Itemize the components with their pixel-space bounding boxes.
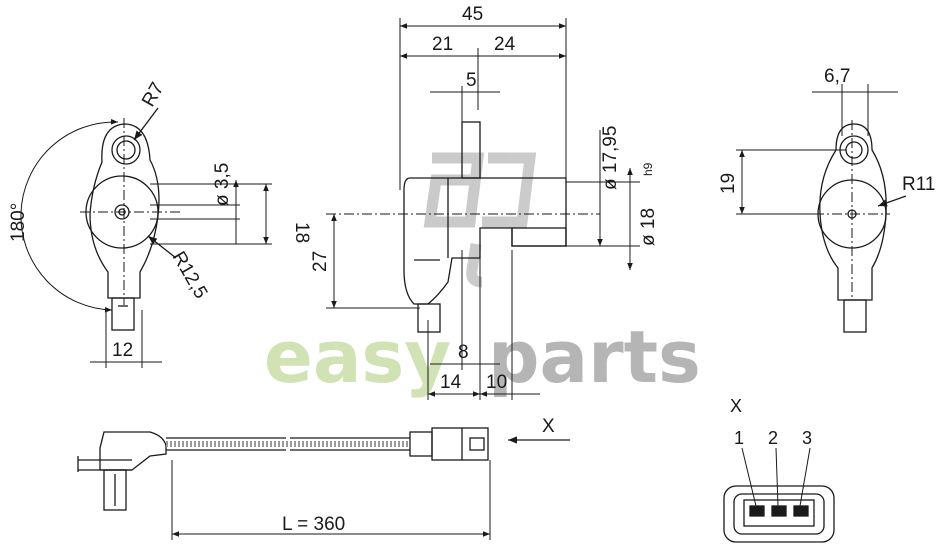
easyparts-watermark: easy parts — [264, 152, 701, 399]
side-connector-stub — [417, 303, 441, 333]
mount-hole-outer — [111, 135, 141, 165]
cable-end-connector — [409, 431, 433, 457]
label-180: 180° — [8, 203, 29, 242]
right-connector-stub — [843, 299, 867, 333]
pin2-leader — [775, 447, 779, 507]
mount-hole-inner — [116, 140, 136, 160]
label-d18: ø 18 — [638, 208, 659, 246]
label-h9: h9 — [641, 162, 655, 176]
cable-sensor-body — [99, 431, 167, 471]
pin1-label: 1 — [734, 428, 744, 448]
connector-pin-2 — [771, 505, 787, 517]
watermark-parts: parts — [488, 315, 701, 399]
label-w24: 24 — [494, 34, 516, 55]
label-h18: 18 — [291, 222, 312, 243]
cable-end-plug — [431, 427, 489, 461]
connector-inner-shell — [733, 493, 825, 535]
label-d1795: ø 17,95 — [600, 126, 621, 190]
right-rear-view — [736, 84, 907, 333]
angle-arc — [20, 118, 119, 313]
label-w21: 21 — [432, 34, 453, 55]
label-w14: 14 — [440, 372, 462, 393]
r11-leader — [877, 195, 907, 207]
sensor-housing — [403, 177, 567, 305]
left-front-view — [20, 107, 272, 368]
connector-pin-1 — [749, 505, 765, 517]
label-length: L = 360 — [282, 514, 345, 535]
connector-face-view — [723, 447, 835, 543]
logo-left-glyph — [423, 152, 485, 228]
cable-probe — [103, 469, 127, 511]
connector-pin-housing — [743, 499, 815, 527]
watermark-easy: easy — [264, 315, 451, 399]
pin2-label: 2 — [768, 428, 778, 448]
label-w45: 45 — [462, 4, 483, 25]
label-x-arrow: X — [542, 416, 555, 437]
label-r11: R11 — [902, 174, 935, 195]
label-r7: R7 — [138, 79, 168, 111]
cable-end-latch — [469, 437, 485, 451]
r125-leader — [147, 235, 177, 259]
r7-leader — [133, 107, 159, 141]
pin1-leader — [741, 447, 757, 507]
pin3-label: 3 — [802, 428, 812, 448]
label-h27: 27 — [310, 251, 331, 272]
side-view — [326, 18, 640, 400]
label-w5: 5 — [466, 70, 477, 91]
cable-view — [77, 427, 570, 540]
label-w8: 8 — [458, 342, 469, 363]
label-h19: 19 — [718, 173, 739, 194]
label-w67: 6,7 — [824, 66, 850, 87]
connector-pin-3 — [793, 505, 809, 517]
pin3-leader — [799, 447, 811, 507]
label-w12: 12 — [112, 340, 133, 361]
left-connector-stub — [111, 297, 135, 331]
label-d35: ø 3,5 — [212, 163, 233, 206]
right-mount-hole-inner — [845, 141, 863, 159]
connector-outer-shell — [723, 485, 835, 543]
label-r125: R12,5 — [168, 248, 212, 302]
label-w10: 10 — [486, 372, 507, 393]
connector-title: X — [730, 396, 742, 416]
probe-tip — [511, 227, 567, 247]
